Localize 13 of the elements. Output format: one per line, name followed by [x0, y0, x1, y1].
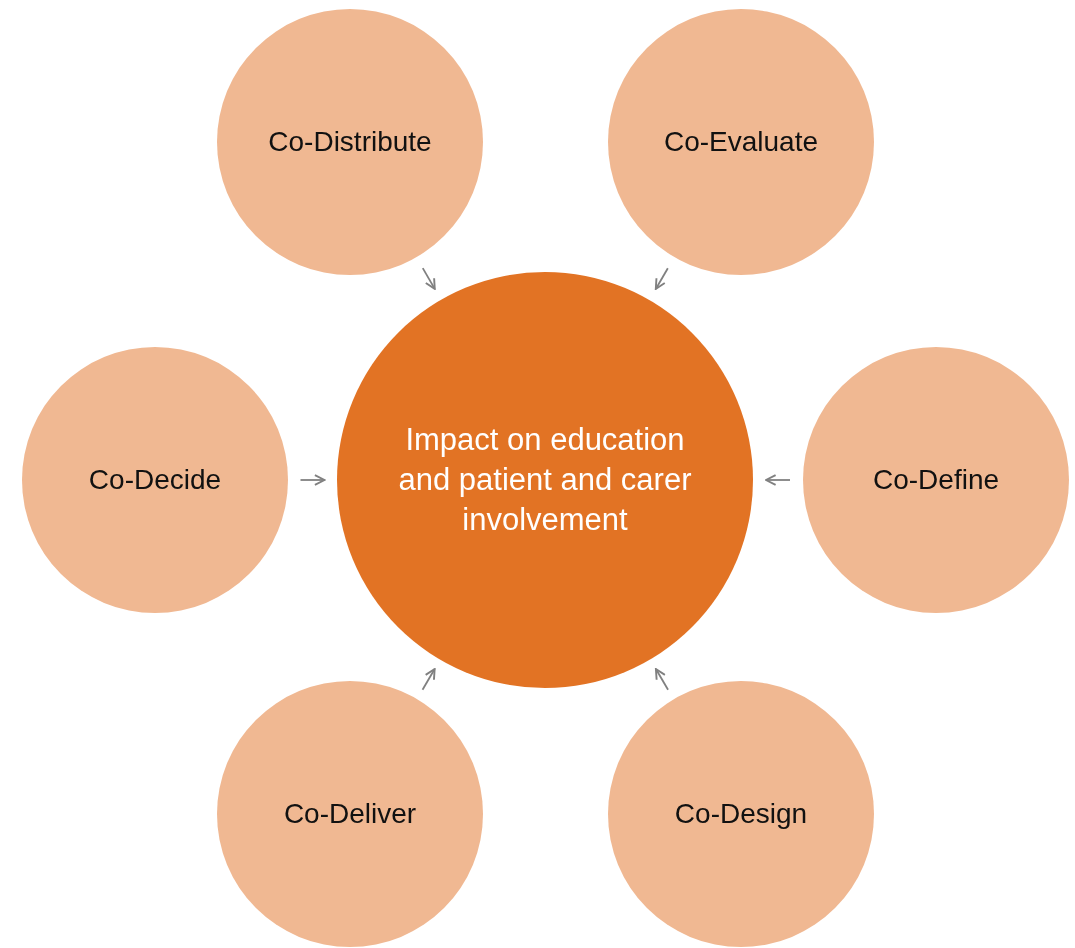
circle-label: Co-Decide [88, 462, 222, 497]
arrow [765, 474, 791, 486]
circle-label: Impact on education and patient and carer involvement [397, 420, 693, 540]
circle-label: Co-Evaluate [663, 124, 819, 159]
circle-label: Co-Define [872, 462, 1000, 497]
arrow [654, 267, 669, 290]
circle-label: Co-Design [674, 796, 808, 831]
arrow [654, 668, 669, 691]
circle-label: Co-Deliver [283, 796, 417, 831]
circle-label: Co-Distribute [268, 124, 432, 159]
arrow [421, 668, 436, 691]
arrow [421, 267, 436, 290]
arrow [299, 474, 326, 486]
